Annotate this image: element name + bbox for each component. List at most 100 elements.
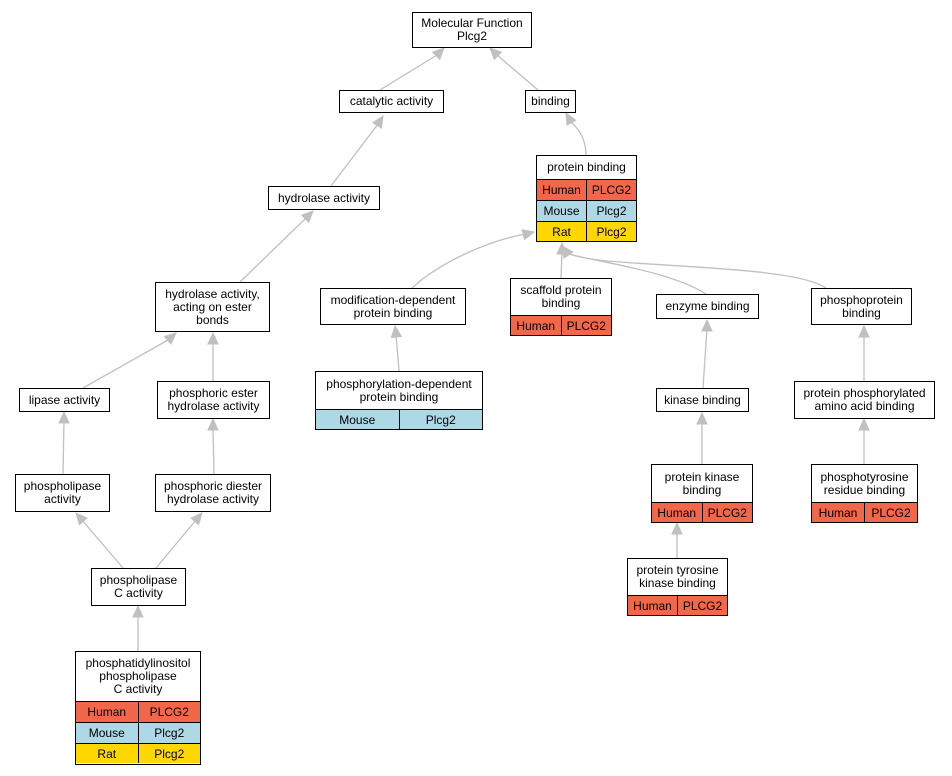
node-protein-binding[interactable]: protein binding Human PLCG2 Mouse Plcg2 … [536, 155, 637, 242]
gene-label: Plcg2 [586, 201, 636, 221]
node-title: phospholipase activity [23, 479, 102, 506]
species-row-human: Human PLCG2 [537, 179, 636, 200]
species-label: Rat [76, 744, 138, 763]
node-title: protein kinase binding [664, 469, 740, 497]
species-label: Human [652, 503, 702, 522]
edge-protein-binding-to-binding [565, 111, 587, 156]
arrowhead [132, 604, 144, 618]
species-label: Mouse [316, 410, 399, 429]
arrowhead [75, 512, 88, 526]
gene-label: Plcg2 [137, 744, 200, 763]
edge-modification-to-protein-binding [411, 229, 536, 289]
gene-label: Plcg2 [137, 723, 200, 743]
node-catalytic-activity[interactable]: catalytic activity [339, 90, 444, 113]
node-title: hydrolase activity, acting on ester bond… [165, 286, 260, 327]
arrowhead [372, 114, 384, 129]
arrowhead [858, 417, 870, 431]
node-title: binding [531, 94, 570, 108]
gene-label: PLCG2 [864, 503, 917, 522]
gene-label: Plcg2 [586, 222, 636, 241]
arrowhead [671, 521, 683, 535]
node-enzyme-binding[interactable]: enzyme binding [656, 294, 759, 319]
species-row-human: Human PLCG2 [652, 502, 752, 522]
node-title: modification-dependent protein binding [330, 292, 456, 320]
node-title: kinase binding [664, 392, 741, 407]
node-protein-kinase-binding[interactable]: protein kinase binding Human PLCG2 [651, 464, 753, 523]
edge-lipase-to-hydrolase-ester [82, 332, 177, 389]
arrowhead [207, 417, 219, 431]
node-phosphoprotein-binding[interactable]: phosphoprotein binding [811, 288, 912, 325]
node-modification-dependent[interactable]: modification-dependent protein binding [320, 288, 466, 325]
node-kinase-binding[interactable]: kinase binding [656, 388, 749, 412]
node-lipase-activity[interactable]: lipase activity [19, 388, 110, 412]
node-title: protein binding [547, 160, 626, 174]
species-label: Human [628, 596, 677, 615]
species-label: Rat [537, 222, 586, 241]
node-title: protein tyrosine kinase binding [636, 563, 719, 590]
edge-protein-phosphorylated-to-phosphoprotein [858, 324, 870, 381]
species-row-human: Human PLCG2 [628, 595, 727, 615]
node-phosphoric-diester[interactable]: phosphoric diester hydrolase activity [155, 474, 271, 512]
node-hydrolase-ester[interactable]: hydrolase activity, acting on ester bond… [155, 282, 270, 332]
gene-label: PLCG2 [677, 596, 727, 615]
species-row-human: Human PLCG2 [76, 701, 200, 722]
node-phosphotyrosine-binding[interactable]: phosphotyrosine residue binding Human PL… [811, 464, 918, 523]
node-phospholipase-activity[interactable]: phospholipase activity [15, 474, 110, 512]
species-row-mouse: Mouse Plcg2 [76, 722, 200, 743]
node-title: phospholipase C activity [99, 573, 178, 600]
gene-label: PLCG2 [137, 702, 200, 722]
node-title: catalytic activity [349, 94, 434, 108]
species-row-mouse: Mouse Plcg2 [316, 409, 482, 429]
edge-phosphoprotein-to-protein-binding [561, 244, 827, 289]
species-label: Mouse [76, 723, 138, 743]
node-title: phosphoric diester hydrolase activity [163, 479, 263, 506]
node-title: phosphoric ester hydrolase activity [167, 386, 260, 413]
edge-phosphotyrosine-to-protein-phosphorylated [858, 417, 870, 464]
arrowhead [701, 318, 713, 332]
species-row-human: Human PLCG2 [511, 315, 611, 335]
node-protein-phosphorylated[interactable]: protein phosphorylated amino acid bindin… [794, 381, 935, 419]
node-phosphoric-ester[interactable]: phosphoric ester hydrolase activity [157, 381, 270, 419]
node-scaffold-protein[interactable]: scaffold protein binding Human PLCG2 [510, 278, 612, 336]
species-label: Human [812, 503, 864, 522]
node-molecular-function[interactable]: Molecular Function Plcg2 [412, 12, 532, 48]
edge-phosphorylation-to-modification [390, 324, 403, 372]
gene-label: PLCG2 [586, 180, 636, 200]
edge-catalytic-to-mf [379, 47, 445, 91]
arrowhead [696, 411, 708, 425]
arrowhead [489, 47, 503, 61]
arrowhead [207, 331, 219, 345]
species-label: Human [537, 180, 586, 200]
edge-phospholipase-to-lipase [58, 410, 70, 475]
node-pi-plc[interactable]: phosphatidylinositol phospholipase C act… [75, 651, 201, 765]
gene-label: Plcg2 [398, 410, 482, 429]
species-row-rat: Rat Plcg2 [537, 221, 636, 241]
edge-phosphoric-ester-to-hydrolase-ester [207, 331, 219, 381]
species-row-rat: Rat Plcg2 [76, 743, 200, 763]
species-label: Human [511, 316, 561, 335]
arrowhead [190, 512, 203, 526]
species-label: Mouse [537, 201, 586, 221]
edge-protein-kinase-to-kinase [696, 411, 708, 464]
node-title: phosphorylation-dependent protein bindin… [326, 376, 472, 404]
edge-binding-to-mf [489, 47, 539, 91]
arrowhead [58, 410, 70, 424]
node-binding[interactable]: binding [525, 90, 576, 113]
edge-protein-tyrosine-kinase-to-protein-kinase [671, 521, 683, 558]
node-protein-tyrosine-kinase[interactable]: protein tyrosine kinase binding Human PL… [627, 558, 728, 616]
edge-hydrolase-ester-to-hydrolase [239, 210, 314, 283]
node-title: phosphotyrosine residue binding [820, 469, 909, 497]
node-hydrolase-activity[interactable]: hydrolase activity [268, 186, 380, 210]
arrowhead [858, 324, 870, 338]
node-title: phosphatidylinositol phospholipase C act… [85, 656, 191, 696]
species-row-human: Human PLCG2 [812, 502, 917, 522]
node-phospholipase-c[interactable]: phospholipase C activity [91, 568, 186, 606]
arrowhead [521, 229, 536, 241]
node-title: scaffold protein binding [520, 283, 602, 310]
arrowhead [163, 332, 177, 345]
edge-plc-to-phospholipase [75, 512, 124, 569]
node-title: Molecular Function Plcg2 [421, 16, 523, 43]
node-phosphorylation-dependent[interactable]: phosphorylation-dependent protein bindin… [315, 371, 483, 430]
node-title: enzyme binding [665, 299, 750, 313]
